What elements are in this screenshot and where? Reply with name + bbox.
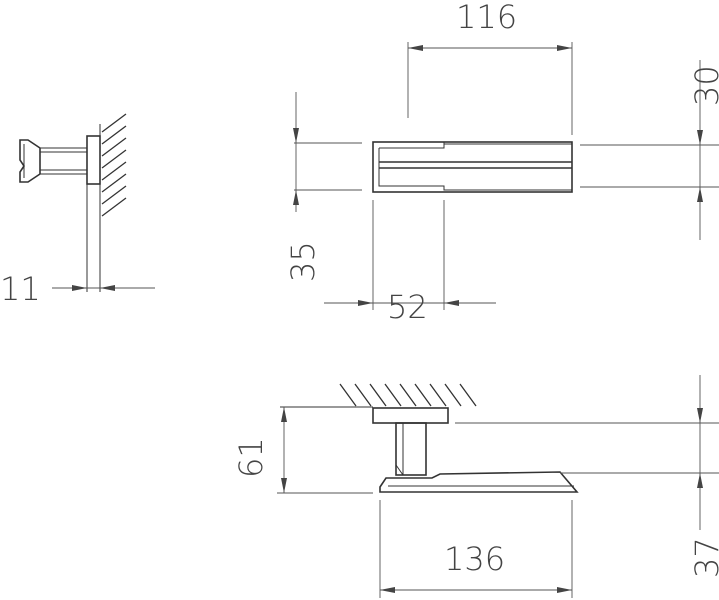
dimension-plan-height: 61	[232, 437, 270, 478]
dimension-bottom-width: 52	[387, 288, 428, 326]
plan-rose	[372, 407, 449, 424]
plan-lever	[379, 471, 579, 493]
dimension-side-thickness: 11	[0, 270, 41, 308]
side-handle	[19, 139, 41, 183]
side-view: 11	[0, 113, 155, 308]
side-rose	[86, 135, 101, 185]
side-wall-hatch	[101, 113, 127, 217]
dimension-plan-width: 136	[444, 540, 505, 578]
dimension-left-height: 35	[284, 241, 322, 282]
dimension-right-height: 30	[688, 65, 719, 106]
dimension-plan-right: 37	[688, 537, 719, 578]
plan-neck	[395, 422, 427, 476]
dimension-top-width: 116	[456, 0, 517, 36]
front-view: 116 30 35 52	[284, 0, 719, 326]
front-handle-body	[372, 141, 573, 193]
plan-view: 61 136 37	[232, 375, 719, 598]
plan-wall-hatch	[339, 383, 477, 407]
